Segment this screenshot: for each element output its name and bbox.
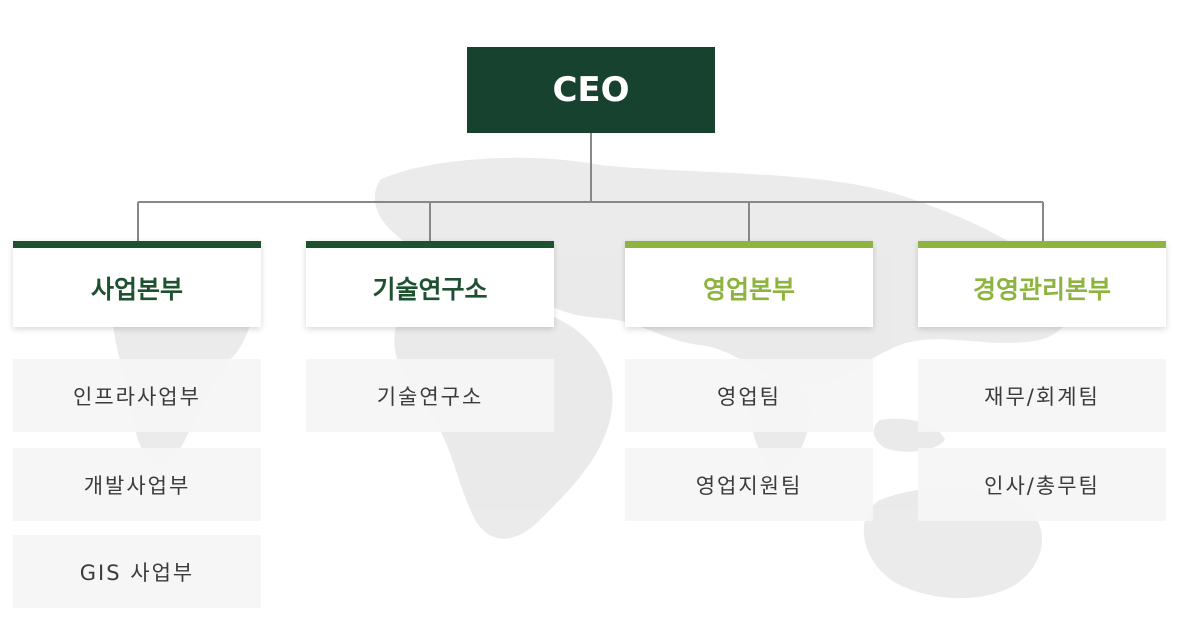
dept-label: 영업본부 — [702, 274, 795, 304]
ceo-box: CEO — [467, 47, 715, 133]
team-label: 인프라사업부 — [73, 384, 201, 409]
team-hr-general-affairs: 인사/총무팀 — [918, 448, 1166, 521]
team-label: 개발사업부 — [83, 473, 191, 498]
ceo-label: CEO — [552, 70, 630, 110]
dept-management-division: 경영관리본부 — [918, 241, 1166, 327]
team-infra-business: 인프라사업부 — [13, 359, 261, 432]
team-finance-accounting: 재무/회계팀 — [918, 359, 1166, 432]
team-label: 기술연구소 — [376, 384, 484, 409]
team-label: 영업팀 — [717, 384, 781, 409]
team-sales: 영업팀 — [625, 359, 873, 432]
team-research: 기술연구소 — [306, 359, 554, 432]
dept-research-institute: 기술연구소 — [306, 241, 554, 327]
team-sales-support: 영업지원팀 — [625, 448, 873, 521]
dept-sales-division: 영업본부 — [625, 241, 873, 327]
team-label: GIS 사업부 — [79, 560, 195, 585]
team-label: 재무/회계팀 — [984, 384, 1100, 409]
dept-label: 경영관리본부 — [972, 274, 1111, 304]
team-label: 인사/총무팀 — [984, 473, 1100, 498]
dept-label: 기술연구소 — [372, 274, 488, 304]
team-gis-business: GIS 사업부 — [13, 535, 261, 608]
team-label: 영업지원팀 — [695, 473, 803, 498]
dept-business-division: 사업본부 — [13, 241, 261, 327]
team-dev-business: 개발사업부 — [13, 448, 261, 521]
dept-label: 사업본부 — [90, 274, 183, 304]
